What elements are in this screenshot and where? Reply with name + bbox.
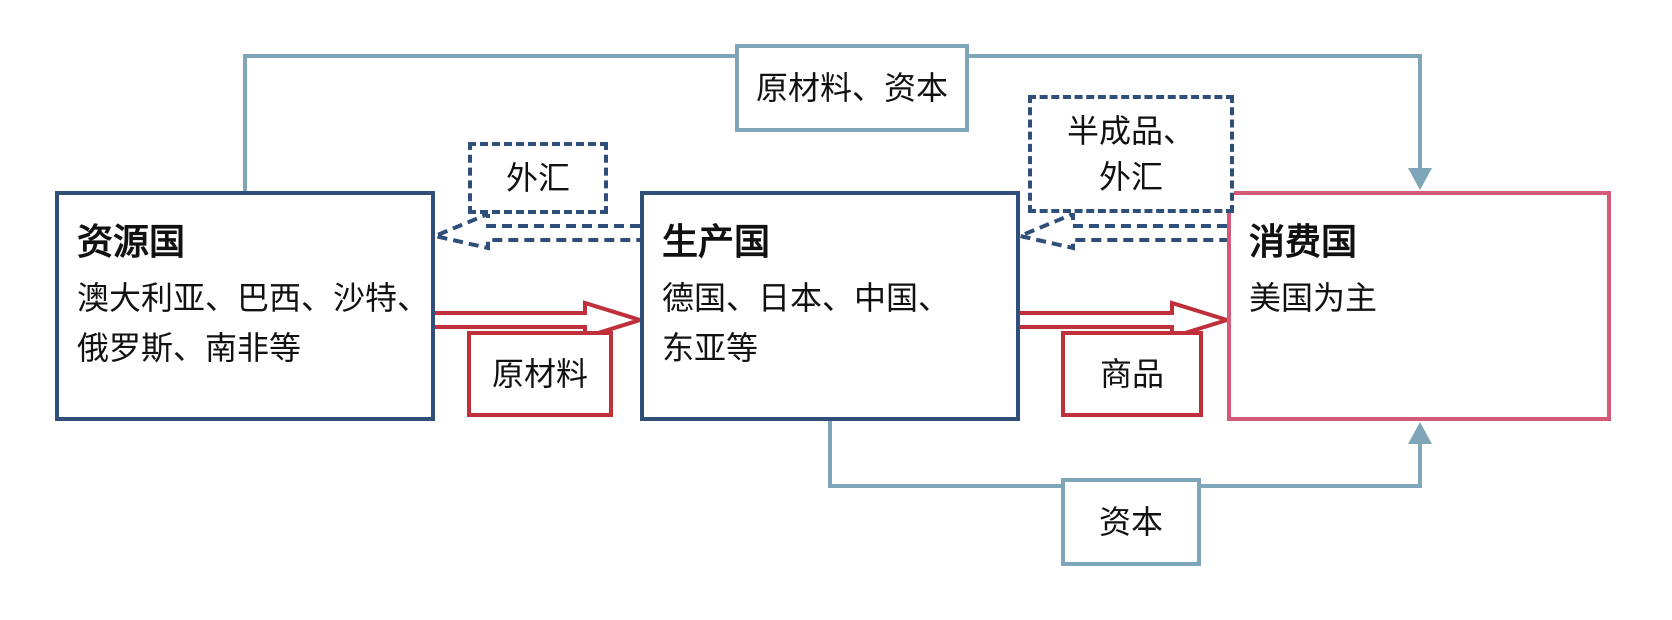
consumer-country-title: 消费国 (1249, 222, 1358, 263)
producer-country-examples: 德国、日本、中国、 东亚等 (662, 273, 950, 373)
resource-country-examples: 澳大利亚、巴西、沙特、 俄罗斯、南非等 (77, 273, 429, 373)
bottom-flow-line (828, 421, 1422, 488)
resource-country-node: 资源国 澳大利亚、巴西、沙特、 俄罗斯、南非等 (55, 191, 435, 421)
consumer-country-line-1: 美国为主 (1249, 279, 1378, 317)
producer-country-title: 生产国 (662, 222, 771, 263)
semi-finished-forex-line-1: 半成品、 (1066, 112, 1195, 150)
producer-country-line-1: 德国、日本、中国、 (662, 279, 951, 317)
semi-finished-forex-line-2: 外汇 (1098, 158, 1163, 196)
forex-label: 外汇 (468, 142, 608, 214)
resource-country-line-2: 俄罗斯、南非等 (77, 329, 302, 367)
goods-label: 商品 (1061, 331, 1203, 417)
top-flow-arrowhead (1408, 168, 1432, 190)
raw-materials-capital-label: 原材料、资本 (735, 44, 969, 132)
producer-country-line-2: 东亚等 (662, 329, 759, 367)
semi-finished-forex-label: 半成品、 外汇 (1028, 95, 1234, 213)
resource-country-line-1: 澳大利亚、巴西、沙特、 (77, 279, 430, 317)
raw-materials-label: 原材料 (467, 331, 613, 417)
bottom-flow-arrowhead (1408, 422, 1432, 444)
producer-country-node: 生产国 德国、日本、中国、 东亚等 (640, 191, 1020, 421)
consumer-country-examples: 美国为主 (1249, 273, 1377, 323)
resource-country-title: 资源国 (77, 222, 186, 263)
forex-dashed-arrow-1 (428, 211, 640, 251)
forex-dashed-arrow-2 (1013, 211, 1227, 251)
consumer-country-node: 消费国 美国为主 (1227, 191, 1611, 421)
capital-label: 资本 (1061, 478, 1201, 566)
